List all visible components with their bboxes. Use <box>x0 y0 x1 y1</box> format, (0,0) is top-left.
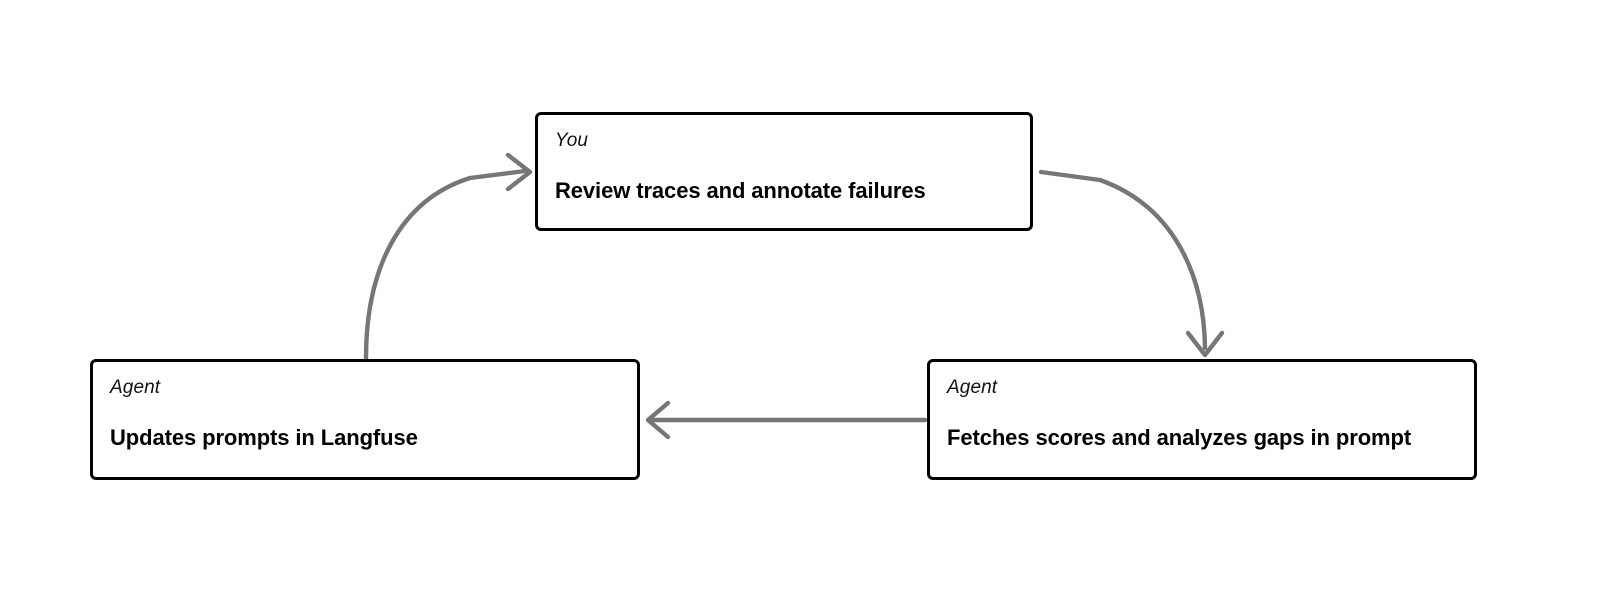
node-title-label: Updates prompts in Langfuse <box>110 424 418 450</box>
node-role-label: Agent <box>947 377 998 398</box>
node-fetches-scores[interactable]: Agent Fetches scores and analyzes gaps i… <box>927 359 1477 480</box>
arrowhead-left-icon <box>645 400 671 440</box>
node-title-label: Review traces and annotate failures <box>555 177 926 203</box>
edge-review-traces-to-fetches-scores <box>1038 169 1225 358</box>
edge-line-top-to-right <box>1038 169 1208 351</box>
node-review-traces[interactable]: You Review traces and annotate failures <box>535 112 1033 231</box>
edge-updates-prompts-to-review-traces <box>363 152 533 361</box>
arrowhead-down-icon <box>1185 330 1225 358</box>
edge-fetches-scores-to-updates-prompts <box>645 400 928 440</box>
node-title-label: Fetches scores and analyzes gaps in prom… <box>947 424 1412 450</box>
edge-line-left-to-top <box>363 168 528 361</box>
arrowhead-right-icon <box>505 152 533 192</box>
node-updates-prompts[interactable]: Agent Updates prompts in Langfuse <box>90 359 640 480</box>
node-role-label: You <box>555 130 589 151</box>
node-role-label: Agent <box>110 377 161 398</box>
